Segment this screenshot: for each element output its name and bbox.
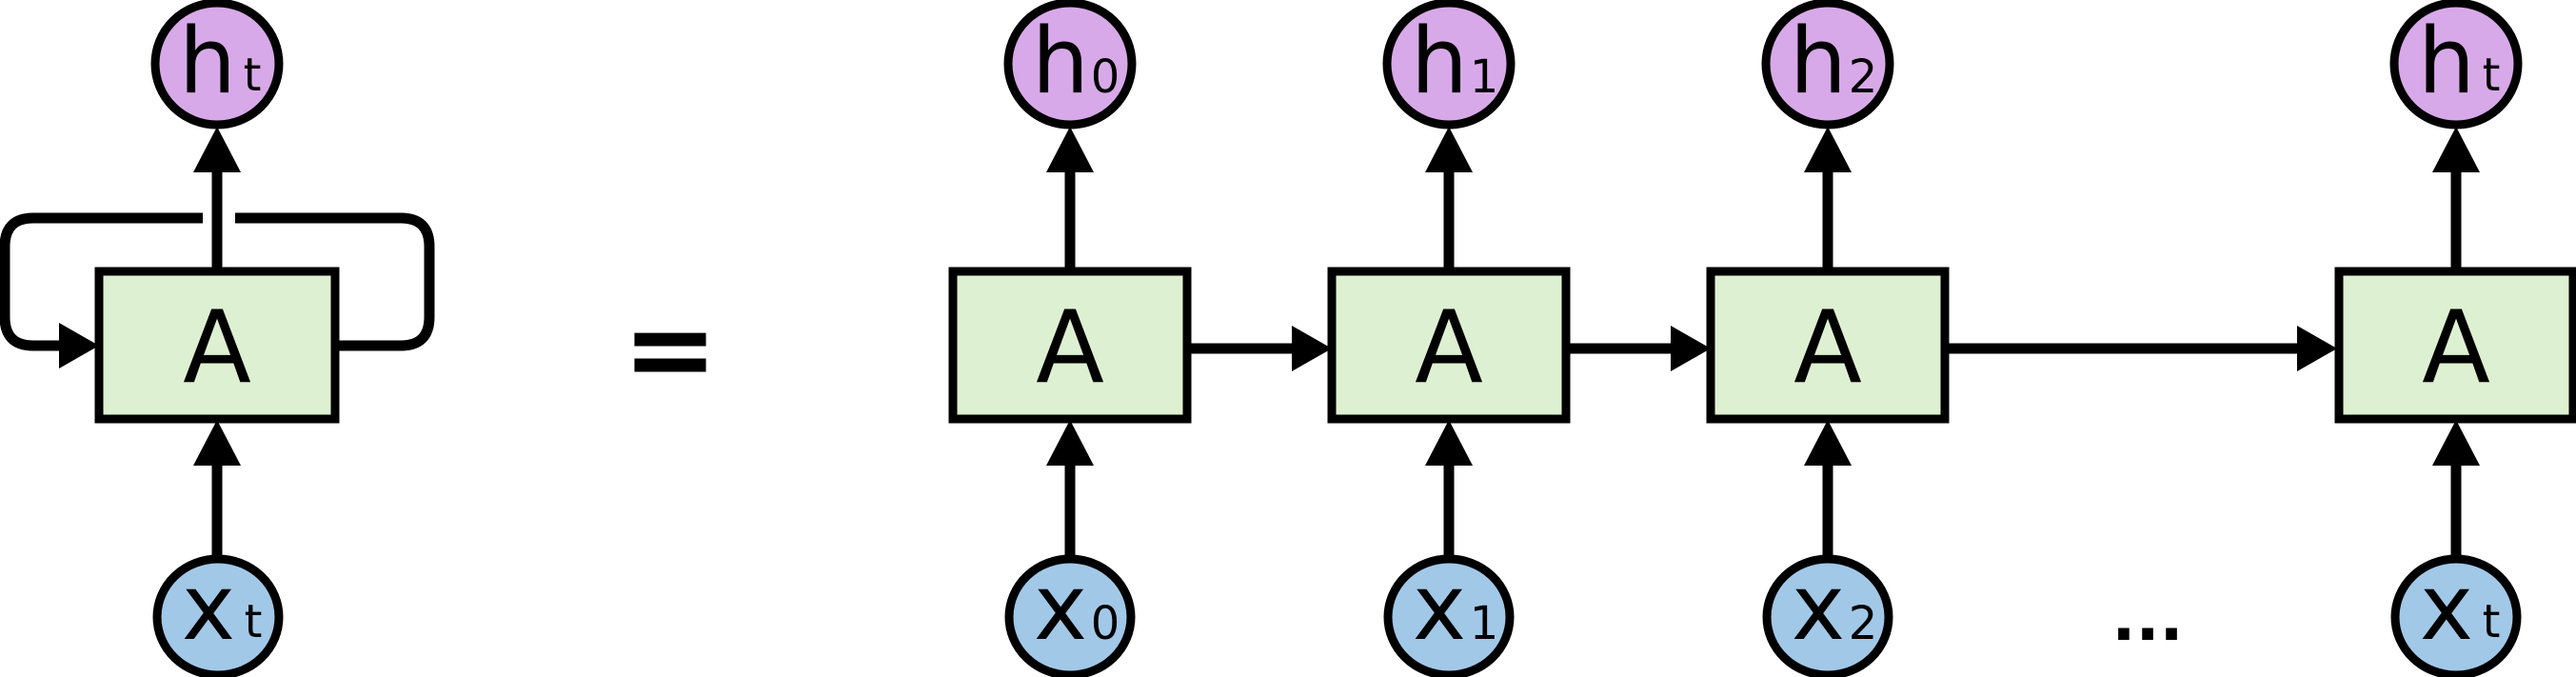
connector-arrowhead-icon	[1671, 326, 1711, 371]
folded-input-node-subscript: t	[245, 595, 263, 648]
recurrent-loop-arrow	[0, 212, 435, 351]
input-node-subscript: 2	[1849, 597, 1878, 650]
cell-box	[1327, 267, 1571, 424]
folded-hidden-node	[150, 0, 284, 129]
hidden-node	[1382, 0, 1516, 129]
hidden-arrowhead-icon	[1046, 127, 1094, 172]
cell-label: A	[1793, 289, 1862, 406]
state-connector-0-1	[1187, 326, 1332, 371]
input-arrowhead-icon	[1425, 420, 1473, 466]
hidden-node-subscript: 1	[1470, 50, 1499, 104]
input-node-subscript: t	[2483, 595, 2501, 648]
connector-arrowhead-icon	[1292, 326, 1332, 371]
cell-label: A	[1415, 289, 1483, 406]
folded-hidden-node-label: h	[179, 10, 236, 114]
hidden-node	[2389, 0, 2523, 129]
hidden-node-subscript: 2	[1849, 50, 1878, 104]
hidden-arrowhead-icon	[2432, 127, 2480, 172]
unrolled-cell-2: A h 2 x 2	[1706, 0, 1950, 677]
equals-sign: =	[623, 284, 719, 416]
input-node-subscript: 0	[1091, 597, 1120, 650]
input-node-label: x	[1413, 556, 1466, 661]
input-node	[1762, 554, 1893, 677]
cell-label: A	[1036, 289, 1104, 406]
input-arrowhead-icon	[1046, 420, 1094, 466]
input-node	[2390, 554, 2522, 677]
folded-hidden-node-subscript: t	[244, 49, 262, 102]
input-node	[1383, 554, 1515, 677]
unrolled-cell-1: A h 1 x 1	[1327, 0, 1571, 677]
hidden-arrowhead-icon	[1804, 127, 1852, 172]
input-arrowhead-icon	[2432, 420, 2480, 466]
cell-box	[1706, 267, 1950, 424]
folded-cell-box	[94, 267, 340, 424]
connector-arrowhead-icon	[2297, 326, 2337, 371]
hidden-node-label: h	[1790, 10, 1847, 114]
unrolled-cell-0: A h 0 x 0	[948, 0, 1192, 677]
hidden-node-label: h	[2418, 10, 2475, 114]
folded-hidden-arrowhead-icon	[193, 127, 241, 172]
hidden-node-label: h	[1411, 10, 1468, 114]
cell-label: A	[2422, 289, 2490, 406]
folded-rnn-cell: A h t x t	[0, 0, 435, 677]
hidden-arrowhead-icon	[1425, 127, 1473, 172]
hidden-node	[1761, 0, 1894, 129]
input-node-subscript: 1	[1470, 597, 1499, 650]
input-node-label: x	[1034, 556, 1087, 661]
ellipsis: ...	[2111, 582, 2183, 655]
folded-input-arrowhead-icon	[193, 420, 241, 466]
unrolled-cell-3: A h t x t	[2334, 0, 2576, 677]
folded-input-node	[152, 554, 284, 677]
hidden-node-subscript: t	[2483, 49, 2501, 102]
folded-input-node-label: x	[182, 556, 235, 661]
state-connector-1-2	[1566, 326, 1711, 371]
hidden-node-subscript: 0	[1091, 50, 1120, 104]
input-node-label: x	[1792, 556, 1845, 661]
input-node	[1004, 554, 1136, 677]
folded-cell-label: A	[183, 289, 251, 406]
hidden-node	[1003, 0, 1137, 129]
cell-box	[948, 267, 1192, 424]
input-arrowhead-icon	[1804, 420, 1852, 466]
hidden-node-label: h	[1032, 10, 1089, 114]
cell-box	[2334, 267, 2576, 424]
input-node-label: x	[2420, 556, 2473, 661]
recurrent-loop-arrowhead-icon	[59, 323, 99, 368]
state-connector-2-3	[1945, 326, 2337, 371]
